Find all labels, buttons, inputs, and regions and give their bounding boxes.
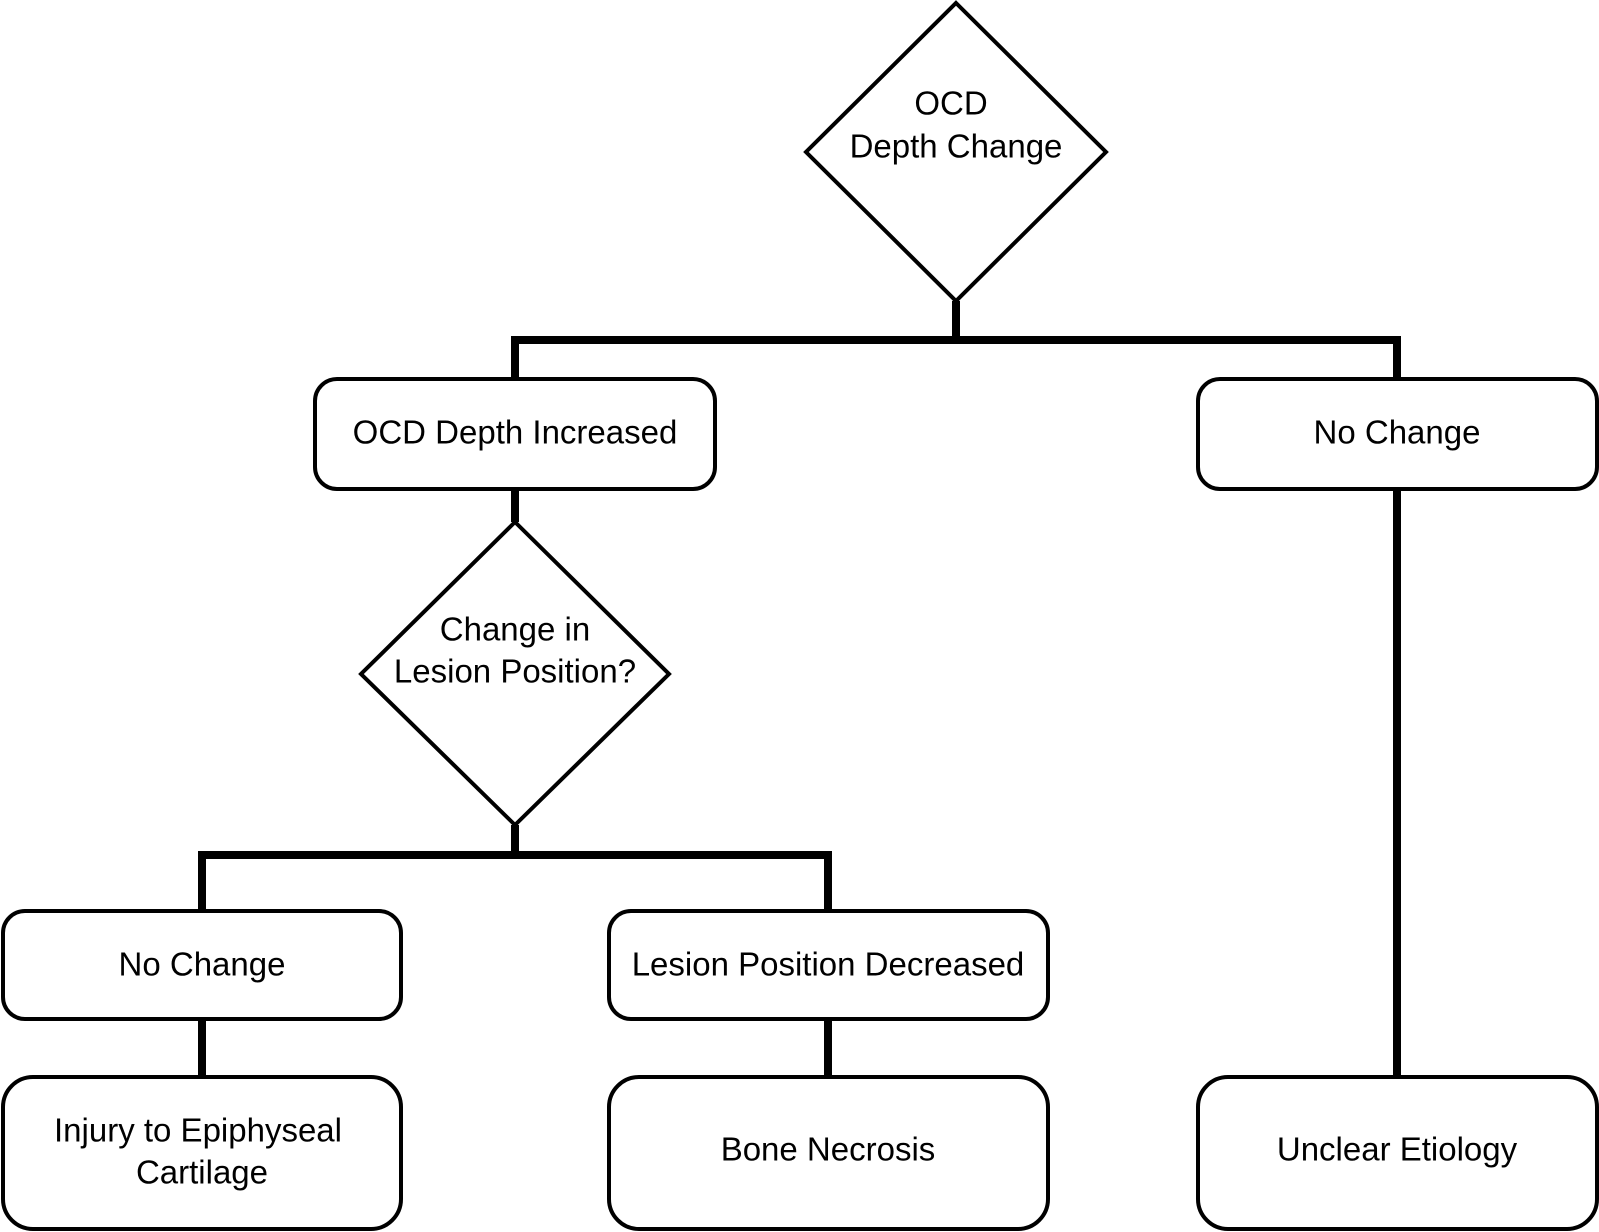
outcome-injury-epiphyseal-cartilage: Injury to Epiphyseal Cartilage — [1, 1075, 403, 1231]
decision-label-line1: OCD — [914, 85, 987, 122]
node-box — [607, 909, 1050, 1021]
outcome-label: Unclear Etiology — [1277, 1131, 1518, 1168]
outcome-unclear-etiology: Unclear Etiology — [1196, 1075, 1599, 1231]
connector-root-split — [511, 301, 1401, 377]
node-label: OCD Depth Increased — [353, 414, 678, 451]
decision-label-line2: Lesion Position? — [394, 653, 636, 690]
connectors — [198, 301, 1401, 1075]
node-no-change-lesion: No Change — [1, 909, 403, 1021]
node-label: Lesion Position Decreased — [632, 946, 1025, 983]
node-no-change-depth: No Change — [1196, 377, 1599, 491]
outcome-box — [607, 1075, 1050, 1231]
node-lesion-position-decreased: Lesion Position Decreased — [607, 909, 1050, 1021]
decision-ocd-depth-change: OCD Depth Change — [803, 0, 1109, 304]
connector-lesion-split — [198, 825, 832, 909]
outcome-label-line1: Injury to Epiphyseal — [54, 1112, 342, 1149]
decision-diamond — [358, 519, 672, 828]
outcome-label: Bone Necrosis — [721, 1131, 936, 1168]
node-box — [1, 909, 403, 1021]
decision-lesion-position: Change in Lesion Position? — [358, 519, 672, 828]
node-box — [313, 377, 717, 491]
outcome-box — [1, 1075, 403, 1231]
node-ocd-depth-increased: OCD Depth Increased — [313, 377, 717, 491]
outcome-box — [1196, 1075, 1599, 1231]
node-label: No Change — [119, 946, 286, 983]
node-box — [1196, 377, 1599, 491]
decision-label-line1: Change in — [440, 611, 590, 648]
decision-diamond — [803, 0, 1109, 304]
outcome-label-line2: Cartilage — [136, 1154, 268, 1191]
outcome-bone-necrosis: Bone Necrosis — [607, 1075, 1050, 1231]
node-label: No Change — [1314, 414, 1481, 451]
decision-label-line2: Depth Change — [850, 128, 1063, 165]
